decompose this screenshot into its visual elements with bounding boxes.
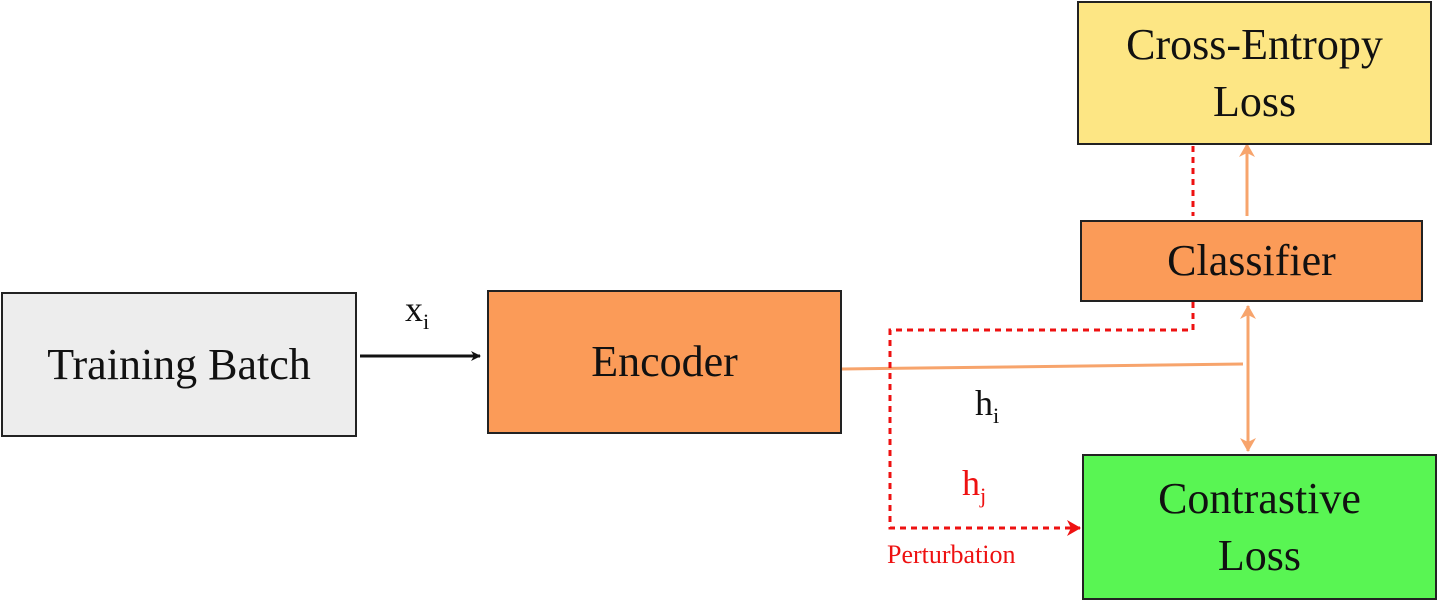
contrastive-label-line2: Loss	[1217, 531, 1302, 580]
encoder-node: Encoder	[487, 290, 842, 434]
edge-label-hi-base: h	[975, 383, 993, 423]
classifier-node: Classifier	[1080, 220, 1423, 302]
edge-label-hj: hj	[962, 462, 986, 506]
edge-encoder-to-split	[841, 362, 1244, 371]
contrastive-loss-node: Contrastive Loss	[1082, 454, 1437, 600]
classifier-label: Classifier	[1167, 236, 1336, 286]
contrastive-label-line1: Contrastive	[1158, 473, 1361, 523]
edge-perturbation-path	[888, 146, 1195, 528]
cross-entropy-label-line1: Cross-Entropy	[1126, 19, 1383, 69]
edge-label-hi: hi	[975, 382, 999, 426]
cross-entropy-label-line2: Loss	[1212, 77, 1297, 126]
edge-label-hj-base: h	[962, 463, 980, 503]
edge-label-xi: xi	[405, 288, 429, 332]
edge-label-hi-sub: i	[993, 402, 1000, 428]
training-batch-label: Training Batch	[47, 339, 311, 389]
cross-entropy-loss-node: Cross-Entropy Loss	[1077, 1, 1432, 145]
edge-label-xi-sub: i	[423, 308, 430, 334]
encoder-label: Encoder	[591, 337, 738, 387]
edge-label-perturbation: Perturbation	[887, 540, 1016, 569]
training-batch-node: Training Batch	[1, 292, 357, 437]
edge-label-hj-sub: j	[980, 482, 987, 508]
edge-label-xi-base: x	[405, 289, 423, 329]
